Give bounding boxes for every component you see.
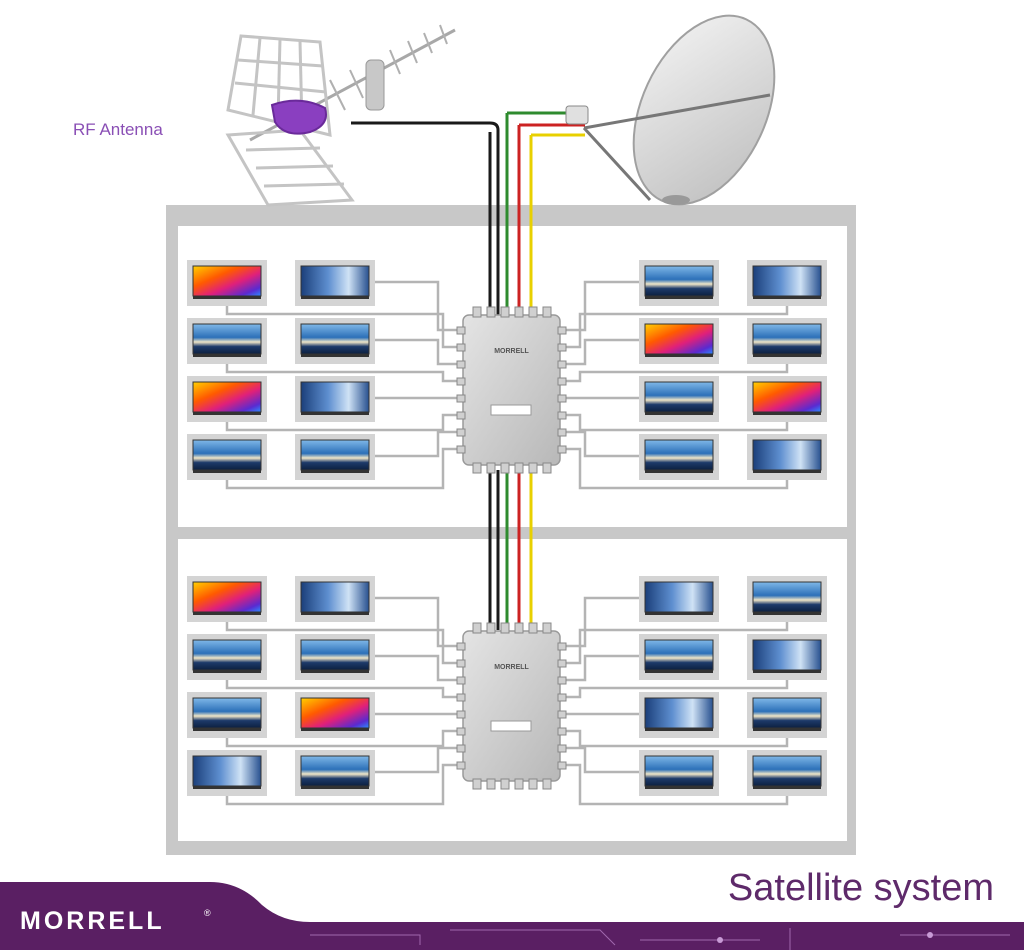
tv-screen <box>295 634 375 680</box>
tv-screen <box>747 376 827 422</box>
tv-screen <box>187 318 267 364</box>
tv-screen <box>639 318 719 364</box>
tv-screen <box>295 576 375 622</box>
tv-screen <box>639 260 719 306</box>
tv-screen <box>187 434 267 480</box>
tv-cables <box>225 280 789 806</box>
tv-screen <box>295 318 375 364</box>
tv-screen <box>639 634 719 680</box>
rf-antenna-label: RF Antenna <box>73 120 163 139</box>
tv-screen <box>187 376 267 422</box>
tv-screen <box>639 692 719 738</box>
brand-logo: MORRELL <box>20 907 165 935</box>
satellite-dish-icon <box>565 14 776 206</box>
tv-screen <box>295 376 375 422</box>
tv-screen <box>639 576 719 622</box>
multiswitch-brand: MORRELL <box>494 348 529 355</box>
tv-screen <box>187 692 267 738</box>
multiswitch-brand: MORRELL <box>494 664 529 671</box>
tv-screen <box>295 692 375 738</box>
rf-antenna-icon <box>225 24 456 207</box>
tv-screen <box>747 434 827 480</box>
tv-screen <box>295 260 375 306</box>
tv-screen <box>639 376 719 422</box>
tv-screen <box>295 434 375 480</box>
multiswitch: MORRELL <box>456 622 567 790</box>
tv-screen <box>747 318 827 364</box>
brand-registered-mark: ® <box>204 908 211 918</box>
tv-screen <box>187 260 267 306</box>
multiswitch: MORRELL <box>456 306 567 474</box>
tv-screen <box>295 750 375 796</box>
tv-screen <box>187 750 267 796</box>
page-title: Satellite system <box>728 867 994 909</box>
tv-screen <box>747 750 827 796</box>
footer <box>0 882 1024 950</box>
tv-screen <box>747 692 827 738</box>
tv-screen <box>747 576 827 622</box>
tv-screen <box>639 750 719 796</box>
tv-screen <box>639 434 719 480</box>
tv-screen <box>747 634 827 680</box>
tv-screen <box>747 260 827 306</box>
tv-screen <box>187 634 267 680</box>
tv-screen <box>187 576 267 622</box>
